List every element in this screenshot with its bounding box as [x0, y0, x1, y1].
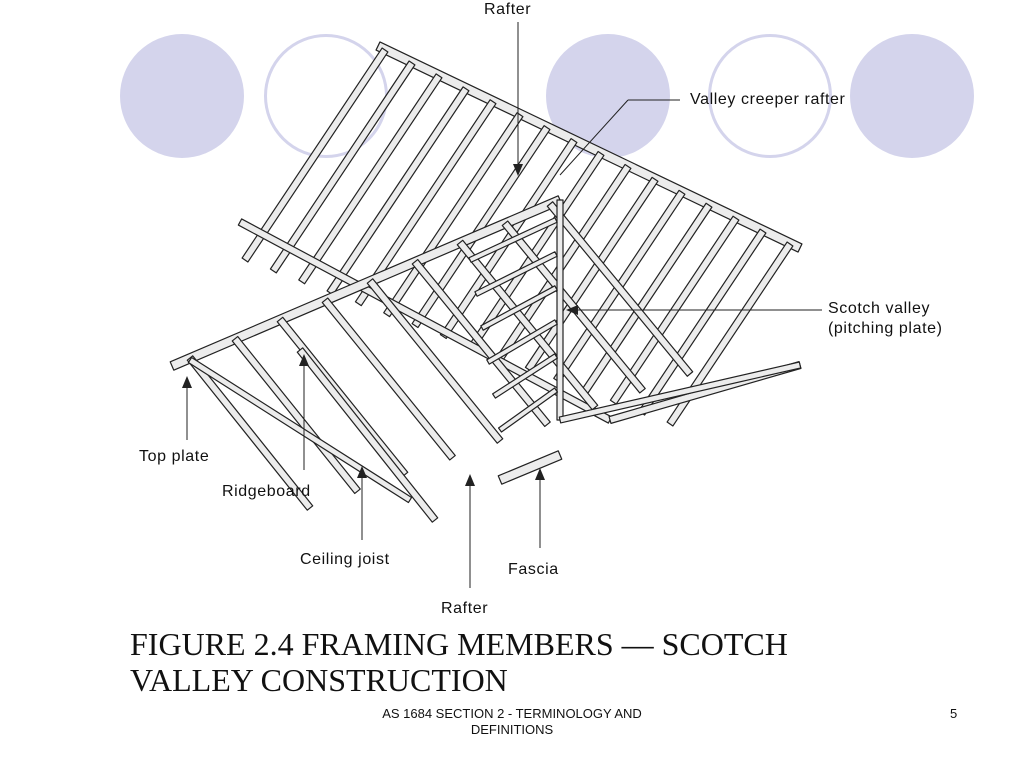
- secondary-rafter: [546, 201, 694, 377]
- main-rafter: [581, 202, 713, 394]
- arrow-top-plate: [182, 376, 192, 388]
- figure-caption: FIGURE 2.4 FRAMING MEMBERS — SCOTCH VALL…: [130, 626, 930, 698]
- figure-caption-line-2: VALLEY CONSTRUCTION: [130, 662, 508, 698]
- figure-caption-line-1: FIGURE 2.4 FRAMING MEMBERS — SCOTCH: [130, 626, 788, 662]
- secondary-rafter: [366, 278, 504, 444]
- main-rafter: [354, 99, 497, 307]
- arrow-rafter-top: [513, 164, 523, 176]
- arrow-ridgeboard: [299, 354, 309, 366]
- arrow-ceiling-joist: [357, 466, 367, 478]
- main-rafter: [298, 73, 443, 285]
- label-rafter-bottom: Rafter: [441, 600, 489, 617]
- valley-creeper-rafter: [497, 387, 559, 433]
- decorative-circle-1: [120, 34, 244, 158]
- label-valley-creeper-rafter: Valley creeper rafter: [690, 91, 846, 108]
- secondary-rafter-end: [296, 347, 439, 523]
- secondary-ridgeboard: [169, 195, 563, 371]
- arrow-rafter-bottom: [465, 474, 475, 486]
- valley-creeper-rafter: [486, 319, 558, 365]
- valley-creeper-rafter: [480, 285, 558, 331]
- arrow-fascia: [535, 468, 545, 480]
- main-rafter: [666, 241, 794, 427]
- valley-creeper-rafter: [474, 251, 558, 297]
- label-scotch-valley: Scotch valley (pitching plate): [828, 300, 943, 337]
- label-fascia: Fascia: [508, 561, 559, 578]
- secondary-rafter: [231, 335, 361, 495]
- ceiling-joist: [187, 356, 413, 504]
- leader-lines: [182, 22, 822, 588]
- main-rafter: [496, 163, 632, 361]
- main-rafter: [326, 86, 470, 296]
- secondary-rafter: [321, 297, 456, 461]
- main-rafter: [411, 125, 551, 329]
- roof-framing-diagram: [169, 22, 822, 588]
- footer-text: AS 1684 SECTION 2 - TERMINOLOGY AND DEFI…: [382, 706, 642, 737]
- main-rafter: [269, 60, 416, 274]
- secondary-rafter: [186, 355, 314, 511]
- scotch-valley-pitching-plate: [556, 199, 564, 421]
- label-ridgeboard: Ridgeboard: [222, 483, 311, 500]
- page-number: 5: [950, 706, 958, 721]
- leader-valley-creeper-diag: [559, 99, 629, 176]
- main-rafter: [241, 47, 389, 263]
- main-rafter: [383, 112, 524, 318]
- label-rafter-top: Rafter: [484, 1, 532, 18]
- decorative-circle-4: [708, 34, 832, 158]
- main-rafter: [638, 228, 767, 416]
- valley-creeper-rafter: [492, 353, 558, 399]
- decorative-circle-5: [850, 34, 974, 158]
- framing-members: [169, 41, 803, 523]
- label-ceiling-joist: Ceiling joist: [300, 551, 390, 568]
- arrow-scotch-valley: [566, 305, 578, 315]
- lower-plate: [558, 361, 802, 424]
- main-ridgeboard: [375, 41, 803, 253]
- label-top-plate: Top plate: [139, 448, 210, 465]
- fascia-board: [497, 450, 563, 485]
- valley-creeper-rafter: [468, 217, 558, 263]
